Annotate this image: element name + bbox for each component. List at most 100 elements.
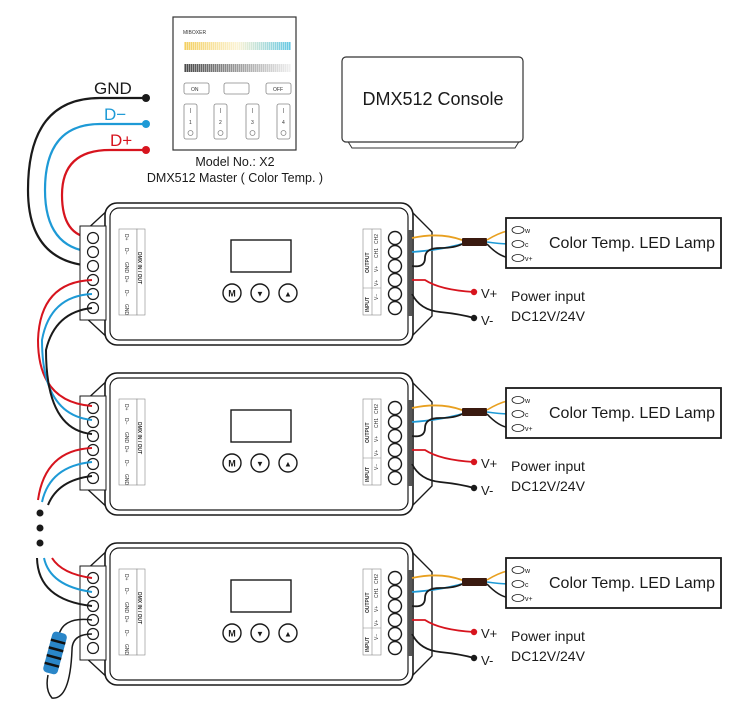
master-description: DMX512 Master ( Color Temp. ): [147, 171, 323, 185]
gnd-label: GND: [94, 79, 132, 98]
menu-button[interactable]: [222, 453, 242, 473]
io-terminal: [387, 598, 403, 614]
dmx-terminal: [86, 245, 100, 259]
lamp-pin: [511, 226, 525, 234]
lamp-pin-label: c: [525, 242, 529, 249]
lamp-pin-label: v+: [525, 256, 533, 263]
vplus-label: V+: [481, 456, 497, 471]
lamp-label: Color Temp. LED Lamp: [549, 235, 715, 252]
dmx-bus-wires: [26, 96, 146, 268]
lamp-pin-label: v+: [525, 596, 533, 603]
io-terminal: [387, 286, 403, 302]
io-terminal: [387, 300, 403, 316]
dmx-terminal: [86, 415, 100, 429]
dmx-pin-label: GND: [123, 602, 129, 614]
lamp-pin: [511, 580, 525, 588]
dmx-in-out-label: DMX IN / OUT: [136, 592, 142, 624]
down-button[interactable]: [250, 623, 270, 643]
lcd-display: [230, 239, 292, 273]
dmx-pin-label: D+: [123, 404, 129, 411]
chain-d-plus-in-3: [51, 557, 93, 579]
brand-label: MIBOXER: [183, 30, 206, 36]
d-minus-wire: [43, 122, 146, 254]
io-terminal: [387, 470, 403, 486]
io-pin-label: CH2: [374, 574, 380, 584]
lamp-pin-label: v+: [525, 426, 533, 433]
up-button[interactable]: [278, 453, 298, 473]
lamp-pin: [511, 594, 525, 602]
io-pin-label: V−: [374, 294, 380, 300]
vminus-label: V-: [481, 313, 493, 328]
power-voltage-label: DC12V/24V: [511, 648, 586, 664]
dmx-in-out-label: DMX IN / OUT: [136, 252, 142, 284]
io-pin-label: V−: [374, 464, 380, 470]
io-pin-label: CH2: [374, 234, 380, 244]
dmx-pin-label: GND: [123, 432, 129, 444]
io-terminal: [387, 230, 403, 246]
master-panel: MIBOXER ON OFF: [172, 16, 297, 151]
termination-resistor: [43, 618, 93, 699]
menu-button-label: M: [228, 289, 236, 299]
vminus-label: V-: [481, 483, 493, 498]
lamp-pin: [511, 254, 525, 262]
zone-2-label: 2: [219, 120, 222, 126]
model-label: Model No.: X2: [195, 155, 274, 169]
dmx-pin-label: D−: [123, 588, 129, 595]
io-terminal: [387, 442, 403, 458]
up-button[interactable]: [278, 283, 298, 303]
up-button[interactable]: [278, 623, 298, 643]
down-button[interactable]: [250, 453, 270, 473]
io-terminal: [387, 456, 403, 472]
menu-button[interactable]: [222, 623, 242, 643]
zone-buttons: [183, 103, 291, 140]
lamp-pin-label: w: [524, 398, 531, 405]
io-pin-label: V+: [374, 606, 380, 612]
dmx-pin-label: D+: [123, 234, 129, 241]
lamp-label: Color Temp. LED Lamp: [549, 575, 715, 592]
input-label: INPUT: [365, 637, 371, 652]
chain-d-minus-in-3: [43, 557, 93, 593]
d-minus-terminal-dot: [142, 120, 150, 128]
io-pin-label: V+: [374, 280, 380, 286]
chain-wires: [36, 279, 93, 607]
dmx-pin-label: D−: [123, 460, 129, 467]
lamp-pin: [511, 566, 525, 574]
dmx-in-out-label: DMX IN / OUT: [136, 422, 142, 454]
lamp-pin: [511, 410, 525, 418]
d-plus-wire: [60, 148, 146, 240]
dmx-terminal: [86, 443, 100, 457]
chain-d-plus-2-out: [37, 447, 93, 501]
off-button: OFF: [273, 87, 283, 93]
vplus-label: V+: [481, 626, 497, 641]
vminus-label: V-: [481, 653, 493, 668]
up-button-label: ▲: [284, 290, 292, 299]
dmx-pin-label: D+: [123, 276, 129, 283]
down-button[interactable]: [250, 283, 270, 303]
lamp-pin-label: c: [525, 582, 529, 589]
dmx-terminal: [86, 641, 100, 655]
on-button: ON: [191, 87, 199, 93]
lamp-pin: [511, 240, 525, 248]
lcd-display: [230, 409, 292, 443]
master-buttons: [183, 82, 292, 95]
dmx-pin-label: D−: [123, 630, 129, 637]
io-terminal: [387, 640, 403, 656]
d-plus-label: D+: [110, 131, 132, 150]
menu-button[interactable]: [222, 283, 242, 303]
dmx-pin-label: D+: [123, 446, 129, 453]
dmx-terminal: [86, 401, 100, 415]
io-pin-label: V+: [374, 436, 380, 442]
io-terminal: [387, 244, 403, 260]
dmx-pin-label: GND: [123, 474, 129, 486]
chain-gnd-1-2: [44, 307, 93, 435]
wire-connector: [462, 578, 487, 586]
dmx-console: DMX512 Console: [341, 56, 524, 149]
dmx-terminal: [86, 471, 100, 485]
input-label: INPUT: [365, 467, 371, 482]
lamp-label: Color Temp. LED Lamp: [549, 405, 715, 422]
vminus-dot: [470, 654, 478, 662]
continuation-dot: [36, 509, 44, 517]
